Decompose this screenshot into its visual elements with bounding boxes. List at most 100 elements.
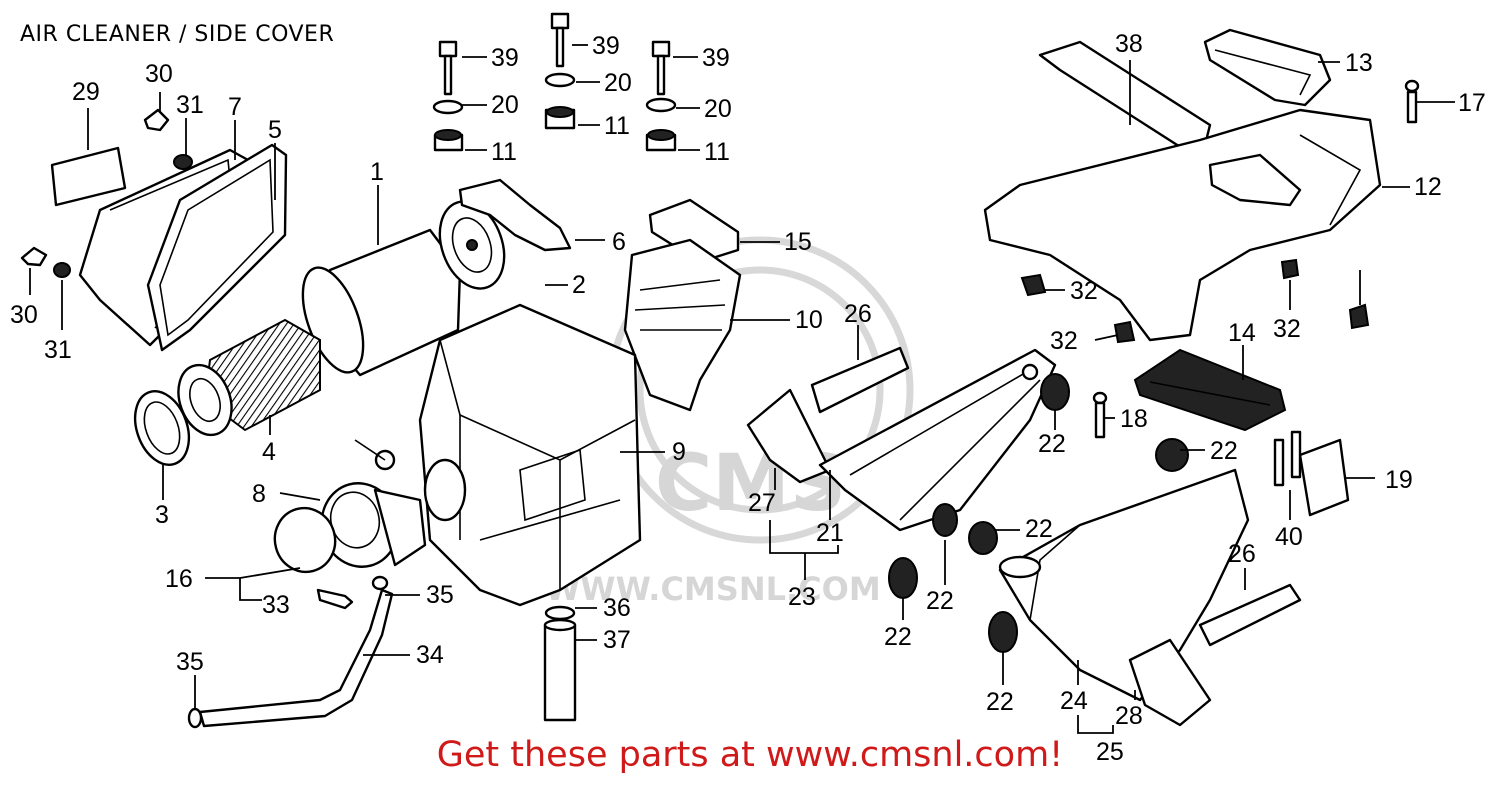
label-20-left: 20 bbox=[491, 91, 519, 119]
label-17: 17 bbox=[1458, 89, 1486, 117]
sticker-26-left bbox=[810, 346, 910, 414]
label-22-c: 22 bbox=[926, 587, 954, 615]
gasket-frame-5 bbox=[146, 143, 288, 352]
label-28: 28 bbox=[1115, 702, 1143, 730]
label-23: 23 bbox=[788, 583, 816, 611]
emblem-14 bbox=[1133, 348, 1287, 432]
ring-3 bbox=[133, 390, 191, 466]
caution-label-29 bbox=[50, 146, 127, 207]
end-plate-2 bbox=[438, 200, 506, 290]
label-8: 8 bbox=[252, 480, 266, 508]
label-38: 38 bbox=[1115, 30, 1143, 58]
side-cover-24 bbox=[998, 468, 1250, 702]
pad-13 bbox=[1203, 28, 1332, 107]
label-22-b: 22 bbox=[1210, 437, 1238, 465]
label-32a: 32 bbox=[1070, 277, 1098, 305]
label-24: 24 bbox=[1060, 687, 1088, 715]
side-cover-27 bbox=[746, 388, 832, 484]
bolts-40 bbox=[1273, 430, 1302, 487]
screw-33 bbox=[316, 588, 354, 610]
label-10: 10 bbox=[795, 306, 823, 334]
label-21: 21 bbox=[816, 519, 844, 547]
bolt-stack-left bbox=[432, 40, 464, 152]
seat-strap-38 bbox=[1038, 40, 1212, 152]
label-37: 37 bbox=[603, 626, 631, 654]
ring-3-inner bbox=[143, 401, 181, 455]
label-39-middle: 39 bbox=[592, 32, 620, 60]
label-22-f: 22 bbox=[986, 688, 1014, 716]
label-35-bottom: 35 bbox=[176, 648, 204, 676]
label-30-left: 30 bbox=[10, 301, 38, 329]
label-11-left: 11 bbox=[491, 138, 517, 166]
label-22-e: 22 bbox=[884, 623, 912, 651]
clip-35-top bbox=[371, 575, 389, 591]
watermark: CMS WWW.CMSNL.COM bbox=[545, 236, 914, 608]
grommet-22b bbox=[1155, 438, 1189, 472]
label-32c: 32 bbox=[1273, 315, 1301, 343]
inner-element-4 bbox=[177, 318, 321, 437]
label-26-right: 26 bbox=[1228, 540, 1256, 568]
clip-30-top bbox=[143, 108, 170, 132]
label-15: 15 bbox=[784, 228, 812, 256]
label-16: 16 bbox=[165, 565, 193, 593]
label-12: 12 bbox=[1414, 173, 1442, 201]
bolt-18 bbox=[1092, 391, 1108, 439]
label-34: 34 bbox=[416, 641, 444, 669]
grommet-22d bbox=[968, 521, 998, 555]
drain-hose-34 bbox=[198, 588, 394, 728]
label-3: 3 bbox=[155, 501, 169, 529]
label-14: 14 bbox=[1228, 319, 1256, 347]
ring-36 bbox=[544, 605, 576, 621]
callout-labels: 29 30 31 7 5 30 31 1 6 2 15 10 4 3 9 8 1… bbox=[10, 30, 1486, 766]
plug-37 bbox=[543, 623, 577, 722]
label-11-middle: 11 bbox=[604, 112, 630, 140]
footer-link[interactable]: Get these parts at www.cmsnl.com! bbox=[436, 735, 1064, 775]
label-19: 19 bbox=[1385, 466, 1413, 494]
mount-32c bbox=[1280, 258, 1300, 280]
label-31-left: 31 bbox=[44, 336, 72, 364]
label-11-right: 11 bbox=[704, 138, 730, 166]
label-5: 5 bbox=[268, 116, 282, 144]
bracket-6 bbox=[458, 178, 572, 252]
leader-lines bbox=[29, 44, 1455, 734]
label-36: 36 bbox=[603, 594, 631, 622]
label-26-left: 26 bbox=[844, 300, 872, 328]
clip-30-left bbox=[20, 246, 48, 267]
label-6: 6 bbox=[612, 228, 626, 256]
mount-32d bbox=[1348, 303, 1370, 330]
label-22-a: 22 bbox=[1038, 430, 1066, 458]
label-25: 25 bbox=[1096, 738, 1124, 766]
label-39-right: 39 bbox=[702, 44, 730, 72]
label-27: 27 bbox=[748, 489, 776, 517]
intake-boot-10 bbox=[623, 238, 742, 412]
grommet-22c bbox=[932, 503, 958, 537]
label-35-top: 35 bbox=[426, 581, 454, 609]
diagram-title: AIR CLEANER / SIDE COVER bbox=[20, 22, 335, 47]
emblem-26 bbox=[1198, 583, 1302, 647]
label-1: 1 bbox=[370, 158, 384, 186]
label-9: 9 bbox=[672, 438, 686, 466]
band-15 bbox=[648, 198, 740, 264]
label-22-d: 22 bbox=[1025, 515, 1053, 543]
watermark-url: WWW.CMSNL.COM bbox=[545, 570, 881, 608]
cover-piece-28 bbox=[1128, 638, 1212, 727]
label-2: 2 bbox=[572, 271, 586, 299]
label-18: 18 bbox=[1120, 405, 1148, 433]
label-4: 4 bbox=[262, 438, 276, 466]
frame-bracket-21 bbox=[818, 348, 1057, 532]
label-31-top: 31 bbox=[176, 91, 204, 119]
clamp-16 bbox=[273, 506, 337, 574]
mount-32a bbox=[1020, 273, 1047, 297]
label-40: 40 bbox=[1275, 523, 1303, 551]
air-box-9 bbox=[354, 303, 642, 607]
label-29: 29 bbox=[72, 78, 100, 106]
bolt-17 bbox=[1404, 79, 1420, 124]
clip-35-bottom bbox=[187, 707, 203, 729]
nut-31-left bbox=[53, 262, 71, 278]
nut-31-top bbox=[173, 154, 193, 170]
grommet-22e bbox=[888, 557, 918, 599]
label-20-middle: 20 bbox=[604, 69, 632, 97]
grommet-22f bbox=[988, 611, 1018, 653]
